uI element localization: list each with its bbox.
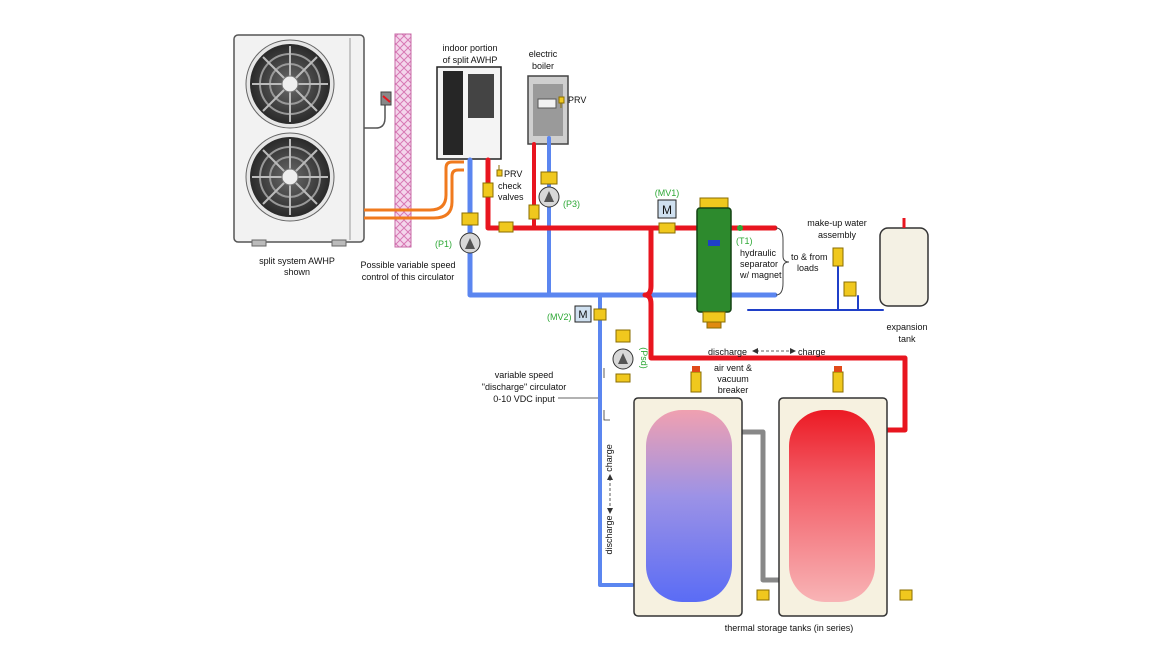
- tag-mv1: (MV1): [655, 188, 680, 198]
- circulator-psd-icon: [612, 329, 634, 383]
- separator-label-line2: separator: [740, 259, 778, 269]
- fan-icon: [245, 132, 335, 222]
- check-valve-icon: [482, 182, 540, 233]
- boiler-label-line1: electric: [529, 49, 558, 59]
- charge-horizontal-label: charge: [798, 347, 826, 357]
- motorized-valve-mv2-icon: M: [574, 305, 607, 323]
- separator-label-line3: w/ magnet: [739, 270, 782, 280]
- refrigerant-lines: [364, 160, 464, 220]
- loads-label-line1: to & from: [791, 252, 828, 262]
- makeup-label-line2: assembly: [818, 230, 857, 240]
- expansion-label-line1: expansion: [886, 322, 927, 332]
- discharge-horizontal-label: discharge: [708, 347, 747, 357]
- circulator-p1-icon: [459, 212, 481, 254]
- makeup-label-line1: make-up water: [807, 218, 867, 228]
- electric-boiler: [527, 75, 569, 145]
- air-vent-icon: [690, 366, 702, 393]
- prv-valve-icon: [496, 165, 503, 177]
- check-valves-label-line2: valves: [498, 192, 524, 202]
- actuator-letter-mv1: M: [662, 203, 672, 217]
- actuator-letter-mv2: M: [578, 309, 587, 321]
- expansion-tank: [879, 218, 929, 307]
- tag-p3: (P3): [563, 199, 580, 209]
- prv-indoor-label: PRV: [504, 169, 522, 179]
- outdoor-awhp-unit: [233, 34, 386, 247]
- boiler-label-line2: boiler: [532, 61, 554, 71]
- discharge-vertical-label: discharge: [604, 515, 614, 554]
- hydraulic-separator: [696, 197, 732, 329]
- prv-boiler-label: PRV: [568, 95, 586, 105]
- tag-p1: (P1): [435, 239, 452, 249]
- indoor-label-line2: of split AWHP: [443, 55, 498, 65]
- expansion-label-line2: tank: [898, 334, 916, 344]
- awhp-outdoor-label-line1: split system AWHP: [259, 256, 335, 266]
- sensor-t1-icon: [737, 225, 743, 231]
- loads-label-line2: loads: [797, 263, 819, 273]
- air-vent-label-line3: breaker: [718, 385, 749, 395]
- pipe-network: [467, 136, 908, 587]
- drain-valve-icon: [756, 589, 913, 601]
- circulator-label-line2: "discharge" circulator: [482, 382, 566, 392]
- tag-t1: (T1): [736, 236, 753, 246]
- tanks-caption: thermal storage tanks (in series): [725, 623, 854, 633]
- air-vent-label-line2: vacuum: [717, 374, 749, 384]
- air-vent-label-line1: air vent &: [714, 363, 752, 373]
- varspeed-label-line1: Possible variable speed: [360, 260, 455, 270]
- leader-lines: [558, 368, 610, 421]
- prv-valve-icon: [558, 96, 565, 108]
- exterior-wall: [394, 33, 412, 248]
- indoor-label-line1: indoor portion: [442, 43, 497, 53]
- flow-arrows: [607, 348, 796, 514]
- circulator-label-line1: variable speed: [495, 370, 554, 380]
- awhp-outdoor-label-line2: shown: [284, 267, 310, 277]
- separator-label-line1: hydraulic: [740, 248, 777, 258]
- air-vent-icon: [832, 366, 844, 393]
- thermal-storage-tank-2: [778, 397, 888, 617]
- indoor-awhp-unit: [436, 66, 502, 160]
- tag-mv2: (MV2): [547, 312, 572, 322]
- makeup-water-assembly-icon: [832, 247, 857, 297]
- tag-psd: (Psd): [639, 347, 649, 369]
- varspeed-label-line2: control of this circulator: [362, 272, 455, 282]
- circulator-p3-icon: [538, 171, 560, 208]
- fan-icon: [245, 39, 335, 129]
- thermal-storage-tank-1: [633, 397, 743, 617]
- loads-brace: [775, 227, 790, 296]
- circulator-label-line3: 0-10 VDC input: [493, 394, 555, 404]
- disconnect-switch-icon: [380, 91, 392, 106]
- check-valves-label-line1: check: [498, 181, 522, 191]
- motorized-valve-mv1-icon: M: [657, 199, 677, 234]
- charge-vertical-label: charge: [604, 444, 614, 472]
